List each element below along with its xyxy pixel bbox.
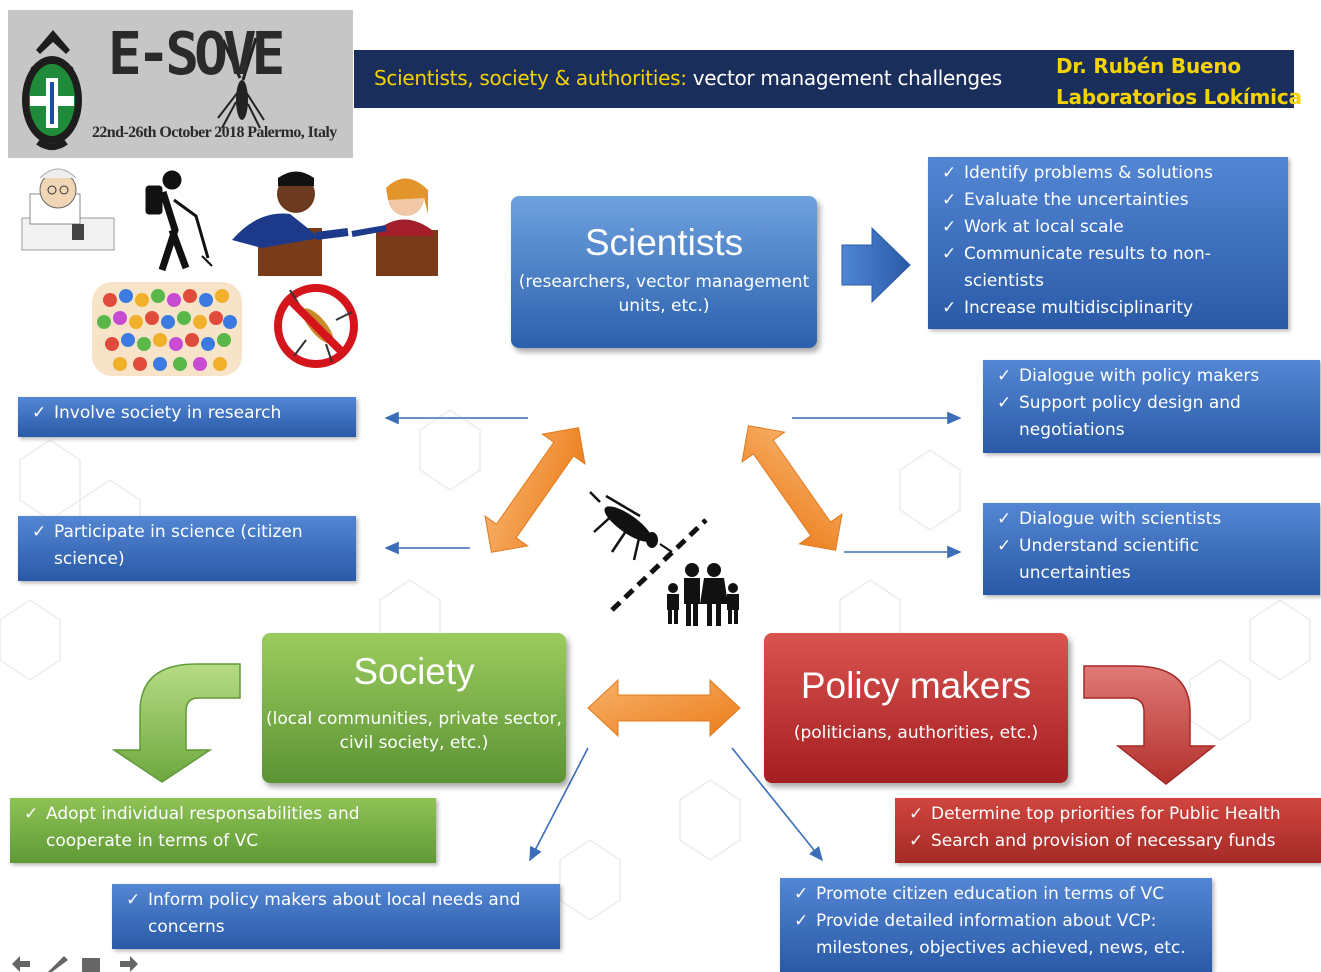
debate-figures-icon (232, 171, 438, 276)
check-icon: ✓ (997, 509, 1012, 529)
arrow-inform (529, 747, 589, 862)
participate-science-box: ✓Participate in science (citizen science… (18, 516, 356, 581)
check-icon: ✓ (942, 217, 957, 237)
society-arrow (111, 663, 241, 783)
scientists-subtitle: (researchers, vector management units, e… (518, 272, 810, 316)
check-icon: ✓ (909, 831, 924, 851)
title-rest: vector management challenges (686, 66, 1002, 90)
scientists-title: Scientists (584, 222, 744, 263)
logo-date: 22nd-26th October 2018 Palermo, Italy (92, 124, 337, 141)
check-icon: ✓ (997, 536, 1012, 556)
check-icon: ✓ (24, 804, 39, 824)
check-icon: ✓ (942, 163, 957, 183)
society-box: Society (local communities, private sect… (262, 633, 566, 783)
list-item: ✓Understand scientific uncertainties (997, 533, 1310, 587)
check-icon: ✓ (942, 298, 957, 318)
check-icon: ✓ (32, 403, 47, 423)
list-item: ✓Dialogue with scientists (997, 506, 1310, 533)
author-org: Laboratorios Lokímica (1056, 85, 1302, 109)
mosquito-vs-family-icon (589, 491, 739, 626)
crowd-illustration-icon (92, 282, 242, 376)
illustrations (21, 168, 438, 376)
list-item: ✓Promote citizen education in terms of V… (794, 881, 1202, 908)
double-arrow-sci-soc (484, 427, 586, 553)
arrow-promote (731, 747, 824, 862)
list-item: ✓Adopt individual responsabilities and c… (24, 801, 426, 855)
list-item: ✓Identify problems & solutions (942, 160, 1278, 187)
check-icon: ✓ (997, 366, 1012, 386)
dialogue-policy-box: ✓Dialogue with policy makers ✓Support po… (983, 360, 1320, 453)
check-icon: ✓ (794, 911, 809, 931)
check-icon: ✓ (942, 244, 957, 264)
policy-title: Policy makers (800, 665, 1032, 706)
check-icon: ✓ (126, 890, 141, 910)
check-icon: ✓ (794, 884, 809, 904)
header-bar (354, 50, 1294, 108)
logo-emblem-icon (22, 30, 82, 150)
author-name: Dr. Rubén Bueno (1056, 54, 1241, 78)
list-item: ✓Work at local scale (942, 214, 1278, 241)
dialogue-scientists-box: ✓Dialogue with scientists ✓Understand sc… (983, 503, 1320, 595)
society-responsibilities-box: ✓Adopt individual responsabilities and c… (10, 798, 436, 863)
scientists-arrow (841, 226, 911, 304)
sprayer-worker-icon (145, 170, 213, 272)
check-icon: ✓ (942, 190, 957, 210)
involve-society-box: ✓Involve society in research (18, 397, 356, 437)
scientists-responsibilities-box: ✓Identify problems & solutions ✓Evaluate… (928, 157, 1288, 329)
logo (8, 10, 353, 158)
no-mosquito-sign-icon (274, 284, 358, 368)
list-item: ✓Determine top priorities for Public Hea… (909, 801, 1311, 828)
list-item: ✓Provide detailed information about VCP:… (794, 908, 1202, 962)
logo-mosquito-icon (217, 37, 265, 129)
society-subtitle: (local communities, private sector, civi… (266, 709, 562, 753)
check-icon: ✓ (32, 522, 47, 542)
slide-nav-icons (12, 956, 138, 972)
promote-education-box: ✓Promote citizen education in terms of V… (780, 878, 1212, 972)
double-arrow-soc-pol (587, 678, 741, 738)
logo-text: E-SOVE (108, 20, 285, 89)
list-item: ✓Involve society in research (32, 400, 346, 427)
policy-subtitle: (politicians, authorities, etc.) (793, 723, 1039, 743)
policy-responsibilities-box: ✓Determine top priorities for Public Hea… (895, 798, 1321, 863)
double-arrow-sci-pol (741, 425, 843, 551)
list-item: ✓Increase multidisciplinarity (942, 295, 1278, 322)
list-item: ✓Inform policy makers about local needs … (126, 887, 550, 941)
list-item: ✓Communicate results to non-scientists (942, 241, 1278, 295)
check-icon: ✓ (909, 804, 924, 824)
society-title: Society (353, 651, 475, 692)
scientist-illustration-icon (21, 168, 115, 251)
check-icon: ✓ (997, 393, 1012, 413)
list-item: ✓Evaluate the uncertainties (942, 187, 1278, 214)
list-item: ✓Dialogue with policy makers (997, 363, 1310, 390)
inform-policy-box: ✓Inform policy makers about local needs … (112, 884, 560, 949)
author-block: Dr. Rubén Bueno Laboratorios Lokímica (1056, 51, 1302, 113)
page-title: Scientists, society & authorities: vecto… (374, 66, 1002, 90)
policy-arrow (1083, 665, 1217, 785)
scientists-box: Scientists (researchers, vector manageme… (511, 196, 817, 348)
list-item: ✓Participate in science (citizen science… (32, 519, 346, 573)
list-item: ✓Search and provision of necessary funds (909, 828, 1311, 855)
policy-box: Policy makers (politicians, authorities,… (764, 633, 1068, 783)
list-item: ✓Support policy design and negotiations (997, 390, 1310, 444)
title-highlight: Scientists, society & authorities: (374, 66, 687, 90)
